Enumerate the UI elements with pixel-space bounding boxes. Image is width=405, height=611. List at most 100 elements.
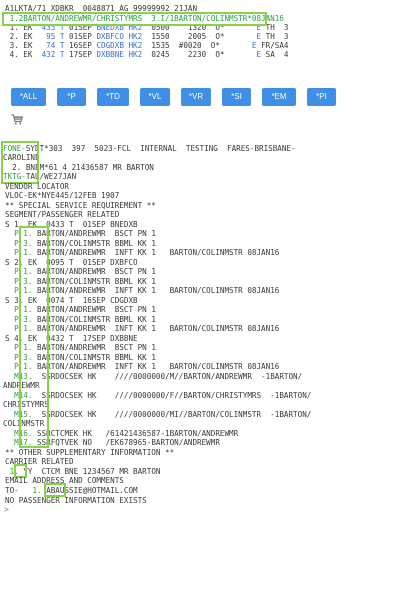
ssr-m17-line: M17. SSRFQTVEK NO /EK678965-BARTON/ANDRE…: [5, 438, 220, 448]
pax-ref-link[interactable]: P 1.: [14, 267, 33, 276]
phone-line: FONE-SYDT*303 397 5023-FCL INTERNAL TEST…: [3, 144, 296, 154]
segment-line-1[interactable]: 1. EK 433 T 01SEP BNEDXB HK2 0500 1320 O…: [5, 23, 289, 33]
fone-tktg-highlight-box: [1, 141, 39, 184]
pax-ref-link[interactable]: P 3.: [14, 353, 33, 362]
ssr-text: SSRFQTVEK NO /EK678965-BARTON/ANDREWMR: [32, 438, 220, 447]
passenger-names-line[interactable]: 1.2BARTON/ANDREWMR/CHRISTYMRS 3.I/1BARTO…: [5, 14, 284, 23]
osi-highlight-box: [14, 464, 27, 478]
tktg-text: TAU/WE27JAN: [25, 172, 77, 181]
ssr-text: BARTON/ANDREWMR BSCT PN 1: [32, 267, 156, 276]
ssr-title: ** SPECIAL SERVICE REQUIREMENT **: [5, 201, 156, 210]
ssr-m14-line: M14. SSRDOCSEK HK ////0000000/F//BARTON/…: [5, 391, 311, 401]
segment-line-3[interactable]: 3. EK 74 T 16SEP CDGDXB HK2 1535 #0020 O…: [5, 41, 289, 51]
carrier-related-title: CARRIER RELATED: [5, 457, 74, 466]
flight-number-link[interactable]: 74 T: [46, 41, 65, 50]
city-pair-link[interactable]: DXBBNE HK2: [96, 50, 143, 59]
flight-number-link[interactable]: 95 T: [46, 32, 65, 41]
pax-info-button[interactable]: *PI: [307, 88, 336, 106]
email-button[interactable]: *EM: [262, 88, 296, 106]
ticketing-line: TKTG-TAU/WE27JAN: [3, 172, 76, 182]
ticketing-button[interactable]: *TD: [97, 88, 129, 106]
seg-times: 0245 2230 O*: [142, 50, 257, 59]
ssr-item: P 1. BARTON/ANDREWMR BSCT PN 1: [5, 343, 156, 353]
fone-tag[interactable]: FONE-: [3, 144, 26, 153]
passenger-highlight-box: [2, 12, 267, 26]
eticket-flag: E: [256, 32, 262, 41]
pax-ref-link[interactable]: P 1.: [14, 343, 33, 352]
osi-text: YY CTCM BNE 1234567 MR BARTON: [18, 467, 161, 476]
ssr-segment-2: S 2. EK 0095 T 01SEP DXBFCO: [5, 258, 138, 267]
ssr-text: BARTON/COLINMSTR BBML KK 1: [32, 239, 156, 248]
no-pax-info-line: NO PASSENGER INFORMATION EXISTS: [5, 496, 147, 505]
city-pair-link[interactable]: CDGDXB HK2: [96, 41, 143, 50]
city-pair-link[interactable]: BNEDXB HK2: [96, 23, 143, 32]
vendor-remarks-button[interactable]: *VR: [181, 88, 211, 106]
ssr-segment-1: S 1. EK 0433 T 01SEP BNEDXB: [5, 220, 138, 229]
pax-ref-link[interactable]: P 1.: [14, 324, 33, 333]
seg-times: 0500 1320 O*: [142, 23, 257, 32]
command-prompt[interactable]: >: [4, 505, 9, 514]
seg-carrier: 4. EK: [5, 50, 42, 59]
ssr-item: P 3. BARTON/COLINMSTR BBML KK 1: [5, 315, 156, 325]
ssr-text: BARTON/ANDREWMR BSCT PN 1: [32, 229, 156, 238]
ssr-item: P 1. BARTON/ANDREWMR INFT KK 1 BARTON/CO…: [5, 324, 279, 334]
seg-carrier: 1. EK: [5, 23, 42, 32]
ssr-text: SSRDOCSEK HK ////0000000/MI//BARTON/COLI…: [32, 410, 312, 419]
email-line: TO- 1. ABAUSSIE@HOTMAIL.COM: [5, 486, 138, 496]
tktg-tag[interactable]: TKTG-: [3, 172, 26, 181]
seg-day: FR/SA4: [256, 41, 289, 50]
flight-number-link[interactable]: 432 T: [41, 50, 65, 59]
fone-text: SYDT*303 397 5023-FCL INTERNAL TESTING F…: [25, 144, 296, 153]
ssr-m14-cont: CHRISTYMRS: [3, 400, 49, 409]
seg-date: 01SEP: [64, 32, 97, 41]
segment-passenger-title: SEGMENT/PASSENGER RELATED: [5, 210, 120, 219]
ssr-segment-3: S 3. EK 0074 T 16SEP CDGDXB: [5, 296, 138, 305]
m13-link[interactable]: M13.: [14, 372, 33, 381]
pnr-section-toolbar: *ALL *P *TD *VL *VR *SI *EM *PI: [11, 88, 347, 106]
shopping-cart-icon[interactable]: [11, 114, 23, 125]
ssr-item: P 1. BARTON/ANDREWMR INFT KK 1 BARTON/CO…: [5, 362, 279, 372]
eticket-flag: E: [251, 41, 257, 50]
all-button[interactable]: *ALL: [11, 88, 46, 106]
ssr-segment-4: S 4. EK 0432 T 17SEP DXBBNE: [5, 334, 138, 343]
pax-ref-link[interactable]: P 1.: [14, 362, 33, 371]
vendor-locator-line: VLOC-EK*NYE445/12FEB 1907: [5, 191, 120, 200]
phone-line-2: 2. BNEM*61 4 21436587 MR BARTON: [3, 163, 154, 172]
m15-link[interactable]: M15.: [14, 410, 33, 419]
email-item-link[interactable]: 1.: [32, 486, 42, 495]
segment-line-4[interactable]: 4. EK 432 T 17SEP DXBBNE HK2 0245 2230 O…: [5, 50, 289, 60]
ssr-item: P 3. BARTON/COLINMSTR BBML KK 1: [5, 277, 156, 287]
ssr-item: P 3. BARTON/COLINMSTR BBML KK 1: [5, 353, 156, 363]
pax-ref-link[interactable]: P 1.: [14, 229, 33, 238]
m17-link[interactable]: M17.: [14, 438, 33, 447]
ssr-item: P 1. BARTON/ANDREWMR INFT KK 1 BARTON/CO…: [5, 286, 279, 296]
m14-link[interactable]: M14.: [14, 391, 33, 400]
agent-signon-line: A1LKTA/71 XDBKR 0048871 AG 99999992 21JA…: [5, 4, 198, 13]
flight-number-link[interactable]: 433 T: [41, 23, 65, 32]
ssr-item: P 3. BARTON/COLINMSTR BBML KK 1: [5, 239, 156, 249]
email-text: ABAUSSIE@HOTMAIL.COM: [41, 486, 138, 495]
m16-link[interactable]: M16.: [14, 429, 33, 438]
pax-ref-link[interactable]: P 1.: [14, 286, 33, 295]
ssr-text: BARTON/ANDREWMR BSCT PN 1: [32, 343, 156, 352]
city-pair-link[interactable]: DXBFCO HK2: [96, 32, 143, 41]
passengers-button[interactable]: *P: [57, 88, 86, 106]
ssr-text: BARTON/COLINMSTR BBML KK 1: [32, 315, 156, 324]
seg-day: TH 3: [261, 32, 289, 41]
ssr-text: BARTON/COLINMSTR BBML KK 1: [32, 277, 156, 286]
vendor-locator-button[interactable]: *VL: [140, 88, 170, 106]
eticket-flag: E: [256, 23, 262, 32]
pax-ref-link[interactable]: P 1.: [14, 248, 33, 257]
vendor-locator-title: VENDOR LOCATOR: [5, 182, 70, 191]
pax-ref-link[interactable]: P 1.: [14, 305, 33, 314]
seg-times: 1535 #0020 O*: [142, 41, 252, 50]
ssr-text: BARTON/ANDREWMR BSCT PN 1: [32, 305, 156, 314]
service-info-button[interactable]: *SI: [222, 88, 251, 106]
pax-ref-link[interactable]: P 3.: [14, 239, 33, 248]
eticket-flag: E: [256, 50, 262, 59]
pax-ref-link[interactable]: P 3.: [14, 315, 33, 324]
ssr-m13-line: M13. SSRDOCSEK HK ////0000000/M//BARTON/…: [5, 372, 302, 382]
segment-line-2[interactable]: 2. EK 95 T 01SEP DXBFCO HK2 1550 2005 O*…: [5, 32, 289, 42]
pax-ref-link[interactable]: P 3.: [14, 277, 33, 286]
